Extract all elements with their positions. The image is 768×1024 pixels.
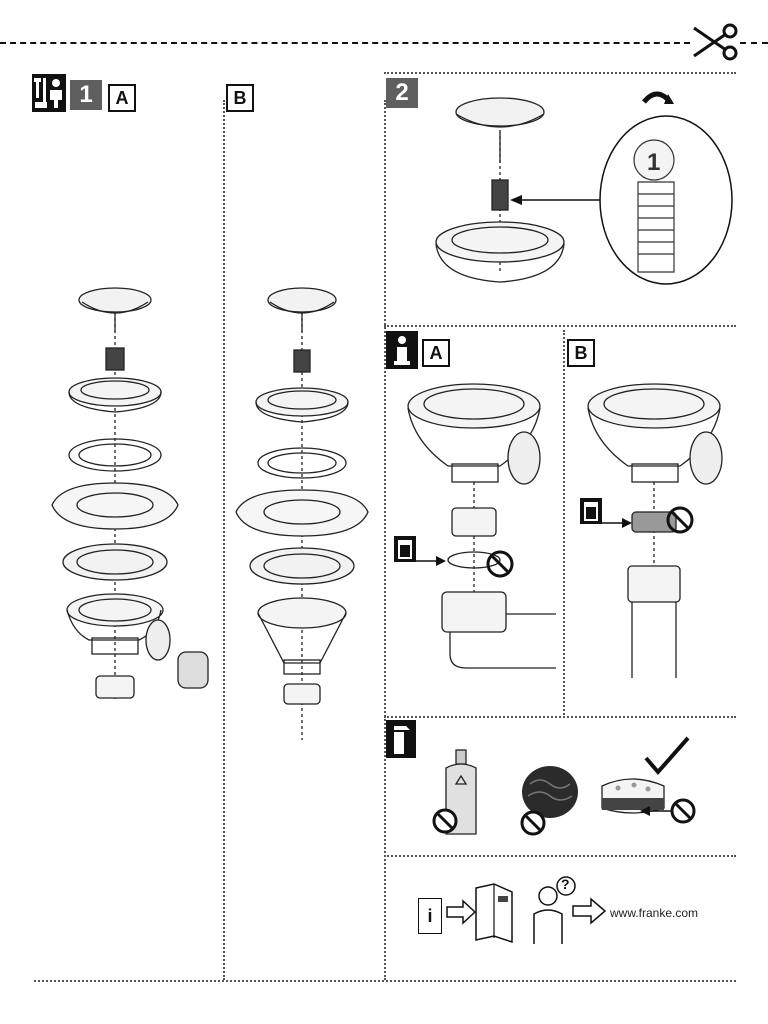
cut-line-end bbox=[740, 42, 768, 44]
trash-icon bbox=[394, 536, 416, 562]
info-leaflet-box: i bbox=[418, 898, 442, 934]
prohibited-icon bbox=[520, 810, 546, 836]
info-variant-b: B bbox=[567, 339, 595, 367]
prohibited-icon bbox=[670, 798, 696, 824]
info-a-drawing bbox=[407, 383, 556, 669]
coin-number: 1 bbox=[647, 149, 660, 176]
prohibited-icon bbox=[666, 506, 694, 534]
divider-col-2 bbox=[384, 100, 386, 980]
prohibited-icon bbox=[486, 550, 514, 578]
scissors-icon bbox=[693, 23, 738, 61]
website-link[interactable]: www.franke.com bbox=[610, 906, 699, 920]
step-1-variant-b: B bbox=[226, 84, 254, 112]
trash-icon bbox=[580, 498, 602, 524]
arrow-right-icon bbox=[572, 897, 607, 925]
assembly-variant-b bbox=[235, 287, 369, 740]
info-icon bbox=[386, 331, 418, 369]
pointer-arrow-info-a bbox=[416, 556, 446, 566]
divider-info-mid bbox=[563, 330, 565, 715]
info-variant-a: A bbox=[422, 339, 450, 367]
divider-clean bbox=[384, 716, 736, 718]
pointer-arrow bbox=[510, 195, 600, 205]
scouring-pad bbox=[522, 766, 578, 818]
cut-line bbox=[0, 42, 690, 44]
pointer-arrow-sponge bbox=[640, 806, 672, 816]
manual-icon bbox=[475, 883, 513, 944]
step-1-number: 1 bbox=[70, 80, 102, 110]
pointer-arrow-info-b bbox=[600, 518, 632, 528]
divider-bottom bbox=[34, 980, 736, 982]
cleaning-spray-icon bbox=[386, 720, 416, 758]
divider-col-1 bbox=[223, 100, 225, 980]
prohibited-icon bbox=[432, 808, 458, 834]
info-leaflet-letter: i bbox=[427, 906, 433, 926]
divider-help bbox=[384, 855, 736, 857]
info-b-drawing bbox=[587, 383, 723, 678]
assembly-variant-a bbox=[51, 287, 209, 700]
divider-info bbox=[384, 325, 736, 327]
divider-top bbox=[384, 72, 736, 74]
basket-strainer-removal bbox=[435, 97, 565, 283]
checkmark-icon bbox=[644, 736, 690, 776]
person-question-icon bbox=[533, 876, 576, 944]
question-mark: ? bbox=[561, 876, 570, 892]
tools-icon bbox=[32, 74, 66, 112]
arrow-right-icon bbox=[446, 899, 477, 925]
detail-magnified: 1 bbox=[599, 115, 733, 285]
step-1-variant-a: A bbox=[108, 84, 136, 112]
step-2-number: 2 bbox=[386, 78, 418, 108]
rotate-arrow-icon bbox=[642, 91, 674, 104]
